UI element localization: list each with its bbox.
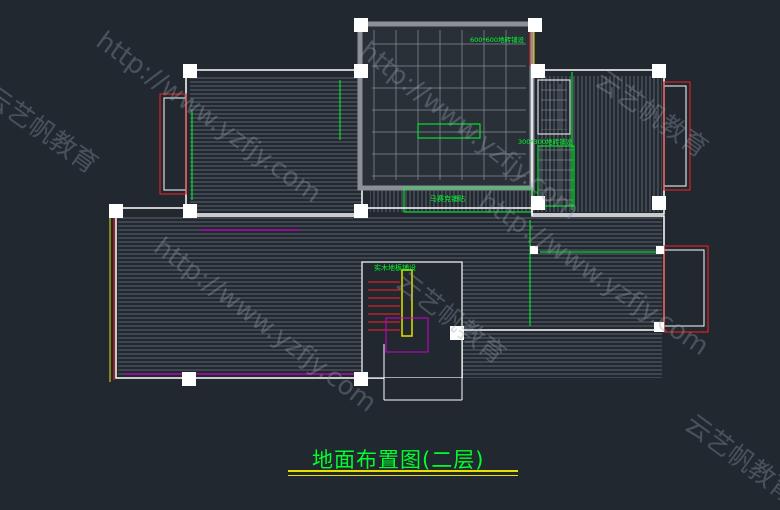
floor-plan-drawing: 600*600地砖铺设 300*300地砖铺设 马赛克铺贴 实木地板铺设	[109, 18, 709, 401]
drawing-title: 地面布置图(二层)	[312, 448, 485, 472]
balcony-left	[159, 93, 187, 195]
balcony-right-bottom	[663, 245, 709, 333]
title-underline	[288, 470, 518, 472]
room-top-tile	[357, 21, 535, 191]
balcony-right-top	[663, 81, 691, 191]
room-right-top	[531, 69, 665, 215]
stair	[361, 261, 464, 401]
label-wood-floor: 实木地板铺设	[374, 263, 416, 272]
label-mosaic: 马赛克铺贴	[430, 194, 465, 203]
green-borders	[191, 72, 660, 326]
label-tile-600: 600*600地砖铺设	[470, 35, 525, 44]
room-left-top	[185, 69, 363, 215]
label-tile-300: 300*300地砖铺设	[518, 137, 573, 146]
title-underline	[288, 475, 518, 476]
magenta-lines	[124, 229, 356, 375]
columns	[109, 18, 666, 386]
